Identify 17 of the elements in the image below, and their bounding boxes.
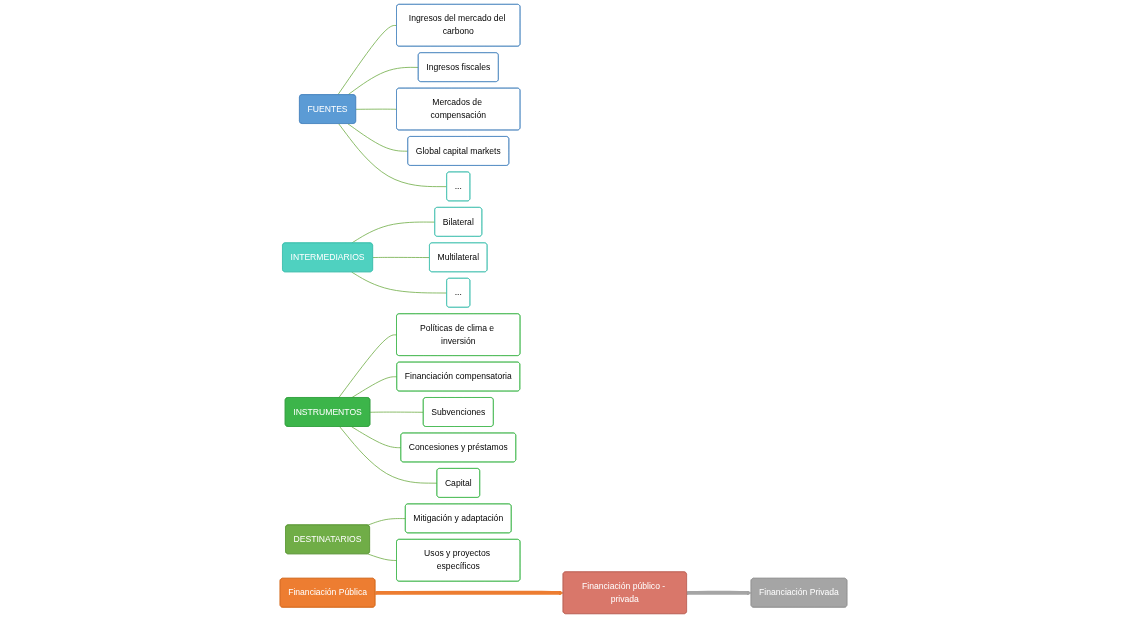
connector — [337, 25, 398, 96]
arrow — [375, 590, 564, 596]
connector — [369, 411, 424, 413]
connector — [351, 221, 436, 244]
connector — [372, 257, 431, 258]
connector — [338, 123, 448, 188]
connector — [351, 426, 402, 449]
connector — [351, 376, 398, 399]
connector — [367, 553, 398, 561]
connector — [367, 518, 406, 526]
connector — [339, 426, 438, 484]
connector — [351, 271, 448, 294]
arrow — [686, 590, 752, 596]
connector — [338, 334, 398, 399]
connector — [347, 66, 419, 96]
connector — [355, 108, 398, 110]
connector — [347, 123, 409, 152]
